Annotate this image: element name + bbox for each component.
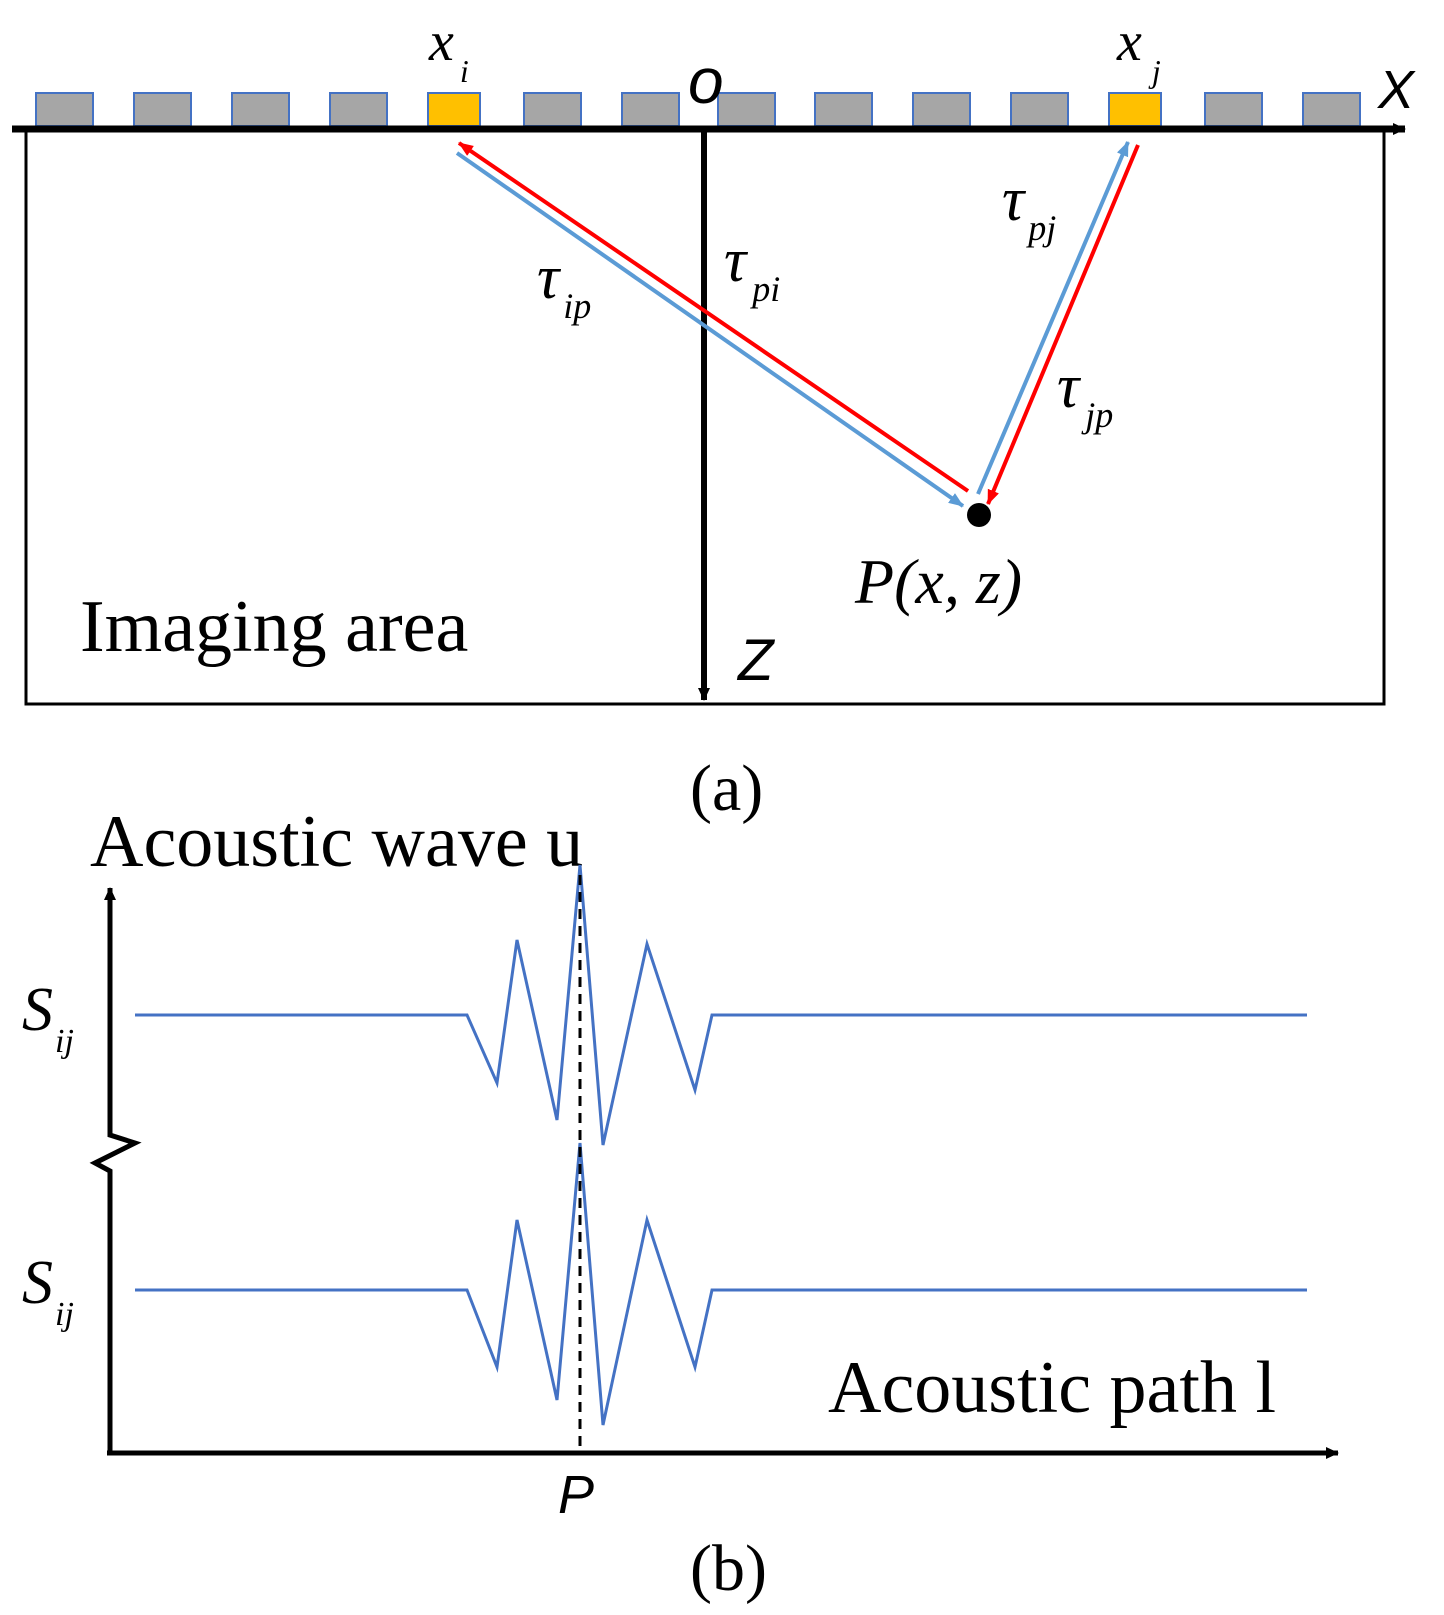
path-receive-j-to-p <box>986 144 1140 505</box>
imaging-area-label: Imaging area <box>80 586 468 668</box>
y-axis <box>89 887 142 1453</box>
x-axis-label: X <box>1376 60 1416 120</box>
path-receive-p-to-i <box>457 141 970 493</box>
transducer-element <box>523 92 582 127</box>
transducer-element <box>1204 92 1263 127</box>
focal-point-p <box>967 503 991 527</box>
signal-label-upper: Sij <box>22 976 74 1060</box>
z-axis-label: Z <box>736 628 776 693</box>
point-label: P(x, z) <box>854 546 1022 617</box>
path-transmit-p-to-j <box>976 141 1130 495</box>
peak-label: P <box>558 1465 594 1525</box>
transducer-element <box>231 92 290 127</box>
signal-upper <box>135 864 1307 1146</box>
y-axis-label: Acoustic wave u <box>90 801 583 883</box>
caption-a: (a) <box>690 752 763 825</box>
signal-label-lower: Sij <box>22 1249 74 1333</box>
transducer-element <box>35 92 94 127</box>
transducer-element-i <box>427 92 481 127</box>
transducer-element <box>133 92 192 127</box>
transducer-element <box>621 92 680 127</box>
x-axis-label-b: Acoustic path l <box>828 1347 1276 1429</box>
panel-b: Acoustic wave u Acoustic path l P Sij Si… <box>22 801 1339 1605</box>
transducer-element-j <box>1108 92 1162 127</box>
transducer-element <box>717 92 776 127</box>
caption-b: (b) <box>690 1532 767 1605</box>
transducer-element <box>329 92 388 127</box>
signal-lower <box>135 1142 1307 1426</box>
transducer-element <box>814 92 873 127</box>
transducer-element <box>1302 92 1361 127</box>
path-transmit-i-to-p <box>455 151 965 508</box>
transducer-element <box>1010 92 1069 127</box>
transducer-element <box>912 92 971 127</box>
origin-label: o <box>688 45 724 117</box>
